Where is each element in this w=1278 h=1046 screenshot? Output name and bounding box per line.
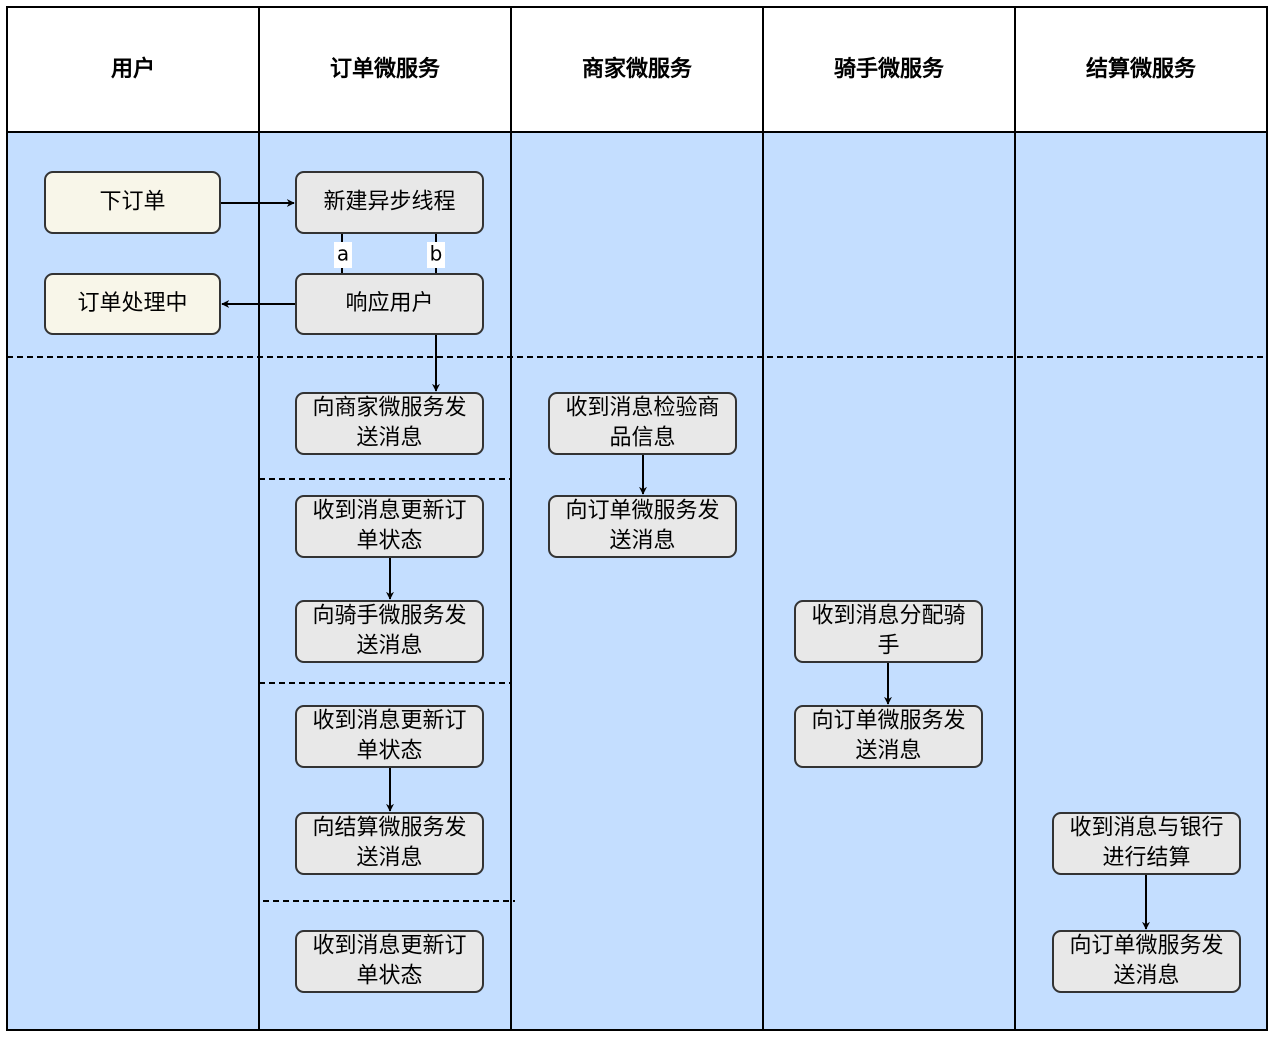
node-box bbox=[1052, 812, 1241, 875]
lane-body-user bbox=[6, 131, 260, 1031]
node-place-order: 下订单 bbox=[44, 171, 221, 234]
node-label-line: 送消息 bbox=[609, 529, 675, 554]
node-box bbox=[548, 495, 737, 558]
node-label-line: 新建异步线程 bbox=[323, 190, 455, 215]
node-label-line: 品信息 bbox=[609, 426, 675, 451]
node-box bbox=[548, 392, 737, 455]
node-box bbox=[295, 600, 484, 663]
node-box bbox=[295, 705, 484, 768]
lane-bodies bbox=[6, 131, 1268, 1031]
node-label-line: 单状态 bbox=[356, 964, 422, 989]
node-label-line: 进行结算 bbox=[1102, 846, 1190, 871]
node-label-line: 收到消息分配骑 bbox=[811, 604, 965, 629]
lane-title-rider: 骑手微服务 bbox=[834, 56, 945, 82]
phase-separators bbox=[7, 356, 1267, 902]
lane-title-merchant: 商家微服务 bbox=[582, 56, 693, 82]
node-box bbox=[1052, 930, 1241, 993]
node-label-line: 送消息 bbox=[356, 846, 422, 871]
node-label-line: 订单处理中 bbox=[77, 291, 187, 316]
node-label-line: 向结算微服务发 bbox=[312, 816, 466, 841]
lane-headers: 用户 订单微服务 商家微服务 骑手微服务 结算微服务 bbox=[6, 6, 1268, 133]
node-label-line: 向商家微服务发 bbox=[312, 396, 466, 421]
lane-body-merchant bbox=[510, 131, 764, 1031]
lane-body-order bbox=[258, 131, 512, 1031]
lane-title-settle: 结算微服务 bbox=[1086, 56, 1197, 82]
node-label-line: 单状态 bbox=[356, 529, 422, 554]
lane-body-settle bbox=[1014, 131, 1268, 1031]
edge-label-a: a bbox=[337, 242, 349, 266]
node-label-line: 下订单 bbox=[99, 190, 165, 215]
node-label-line: 响应用户 bbox=[345, 291, 433, 316]
node-box bbox=[295, 392, 484, 455]
node-label-line: 单状态 bbox=[356, 739, 422, 764]
lane-header-settle bbox=[1014, 6, 1268, 133]
node-label-line: 送消息 bbox=[356, 426, 422, 451]
node-label-line: 送消息 bbox=[356, 634, 422, 659]
node-label-line: 收到消息与银行 bbox=[1069, 816, 1223, 841]
edge-label-b: b bbox=[430, 242, 443, 266]
lane-title-user: 用户 bbox=[111, 56, 155, 82]
node-label-line: 收到消息更新订 bbox=[312, 709, 466, 734]
node-label-line: 手 bbox=[877, 634, 899, 659]
node-box bbox=[794, 705, 983, 768]
edge-label-b-bg bbox=[427, 242, 445, 268]
node-box bbox=[295, 171, 484, 234]
node-label-line: 收到消息更新订 bbox=[312, 934, 466, 959]
node-new-thread: 新建异步线程 bbox=[295, 171, 484, 234]
lane-header-user bbox=[6, 6, 260, 133]
node-box bbox=[44, 273, 221, 335]
node-box bbox=[295, 495, 484, 558]
lane-header-order bbox=[258, 6, 512, 133]
node-label-line: 收到消息更新订 bbox=[312, 499, 466, 524]
lane-body-rider bbox=[762, 131, 1016, 1031]
node-label-line: 向订单微服务发 bbox=[565, 499, 719, 524]
lane-title-order: 订单微服务 bbox=[330, 56, 441, 82]
node-box bbox=[44, 171, 221, 234]
node-processing: 订单处理中 bbox=[44, 273, 221, 335]
node-label-line: 向订单微服务发 bbox=[1069, 934, 1223, 959]
node-box bbox=[295, 812, 484, 875]
node-label-line: 向骑手微服务发 bbox=[312, 604, 466, 629]
edge-label-a-bg bbox=[334, 242, 352, 268]
node-respond-user: 响应用户 bbox=[295, 273, 484, 335]
edge-labels: a b bbox=[334, 242, 445, 268]
lane-header-rider bbox=[762, 6, 1016, 133]
node-label-line: 收到消息检验商 bbox=[565, 396, 719, 421]
lane-header-merchant bbox=[510, 6, 764, 133]
node-label-line: 送消息 bbox=[855, 739, 921, 764]
node-label-line: 向订单微服务发 bbox=[811, 709, 965, 734]
node-box bbox=[295, 930, 484, 993]
node-box bbox=[295, 273, 484, 335]
node-box bbox=[794, 600, 983, 663]
node-label-line: 送消息 bbox=[1113, 964, 1179, 989]
